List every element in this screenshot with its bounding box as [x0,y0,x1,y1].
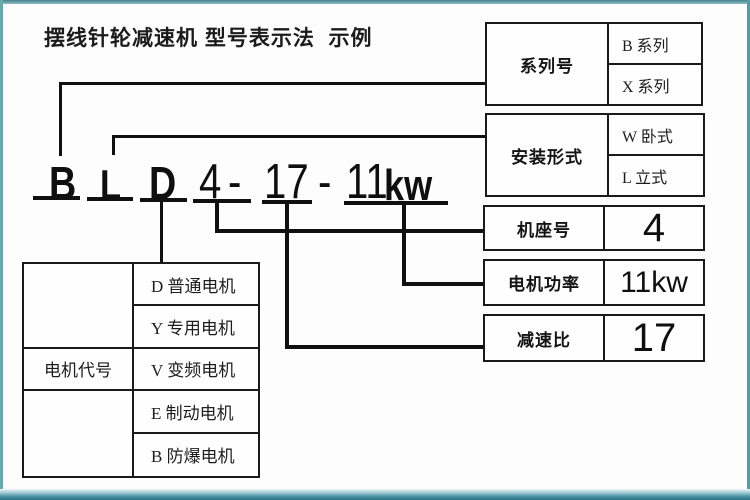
connector-mounting-vertical [112,135,115,155]
motor-entry-d: D 普通电机 [134,264,258,307]
ratio-box: 减速比 17 [483,314,705,362]
power-label: 电机功率 [508,275,580,294]
mounting-box: 安装形式 W 卧式 L 立式 [485,113,705,197]
bottom-border [0,489,750,500]
top-border [0,0,750,4]
connector-ratio-vertical [285,203,289,349]
mounting-options: W 卧式 L 立式 [607,115,703,195]
frame-box: 机座号 4 [483,205,705,251]
power-value: 11kw [603,261,703,304]
connector-series-vertical [59,82,62,156]
connector-frame-horizontal [215,229,485,233]
connector-power-vertical [402,204,406,286]
ratio-label: 减速比 [517,330,571,350]
model-separator-2: - [318,155,332,209]
frame-value: 4 [603,206,703,250]
connector-power-horizontal [402,282,485,286]
underline-motor [140,198,187,202]
connector-series-horizontal [59,82,487,85]
motor-entry-e: E 制动电机 [134,391,258,434]
model-separator-1: - [228,155,242,209]
series-label: 系列号 [520,56,574,76]
underline-ratio [262,200,312,204]
motor-entry-b: B 防爆电机 [151,447,235,467]
motor-code-table: 电机代号 D 普通电机 Y 专用电机 V 变频电机 E 制动电机 B 防爆电机 [22,262,260,478]
ratio-value: 17 [603,316,703,360]
right-border [747,0,750,500]
mounting-label: 安装形式 [511,147,583,167]
motor-table-divider [132,264,134,476]
connector-ratio-horizontal [285,345,485,349]
left-border [0,0,3,500]
model-power-unit: kw [384,161,433,210]
underline-power [344,201,448,205]
motor-entry-y: Y 专用电机 [134,306,258,349]
underline-series [33,196,80,200]
series-option-x: X 系列 [622,78,670,96]
diagram-title: 摆线针轮减速机 型号表示法 示例 [44,27,373,50]
series-box: 系列号 B 系列 X 系列 [485,22,703,106]
series-options: B 系列 X 系列 [607,24,701,104]
underline-frame [193,199,251,203]
motor-code-label: 电机代号 [24,349,132,392]
connector-frame-vertical [215,203,219,233]
motor-code-cell-bottom [24,391,132,476]
power-box: 电机功率 11kw [483,259,705,306]
model-power-number: 11 [346,155,388,209]
model-ratio-number: 17 [264,155,309,209]
motor-code-cell-top [24,264,132,349]
series-option-b: B 系列 [609,24,701,65]
model-mounting-letter: L [100,161,122,208]
connector-motor-vertical [160,200,163,262]
mounting-option-l: L 立式 [622,169,668,187]
underline-mounting [87,197,133,201]
motor-entry-v: V 变频电机 [134,349,258,392]
model-frame-number: 4 [199,155,222,209]
frame-label: 机座号 [517,220,571,240]
mounting-option-w: W 卧式 [609,115,703,156]
connector-mounting-horizontal [112,135,487,138]
